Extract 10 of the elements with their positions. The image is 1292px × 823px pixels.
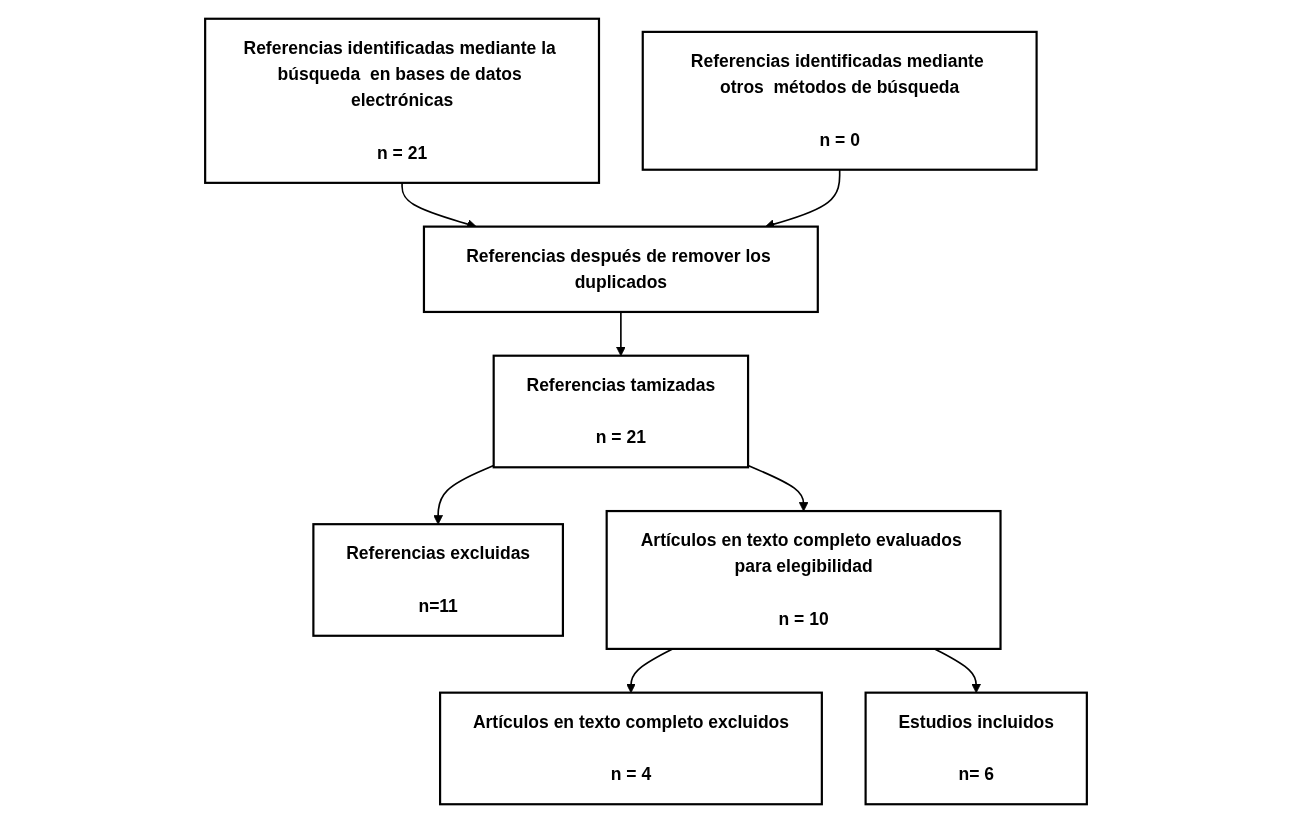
node-box: Estudios incluidos n= 6 <box>864 691 1088 806</box>
node-box: Referencias excluidas n=11 <box>312 523 564 637</box>
node-box: Referencias identificadas mediante otros métodos de búsqueda n = 0 <box>641 30 1038 171</box>
node-box: Referencias identificadas mediante la búsqueda en bases de datos electrónicas n = 21 <box>204 17 601 184</box>
arrow <box>747 464 809 512</box>
node-box: Referencias después de remover los duplicados <box>422 225 819 314</box>
arrow <box>433 464 495 525</box>
node-box: Referencias tamizadas n = 21 <box>492 354 750 469</box>
node-box: Artículos en texto completo excluidos n = 4 <box>439 691 823 806</box>
node-box: Artículos en texto completo evaluados para elegibilidad n = 10 <box>605 509 1002 650</box>
